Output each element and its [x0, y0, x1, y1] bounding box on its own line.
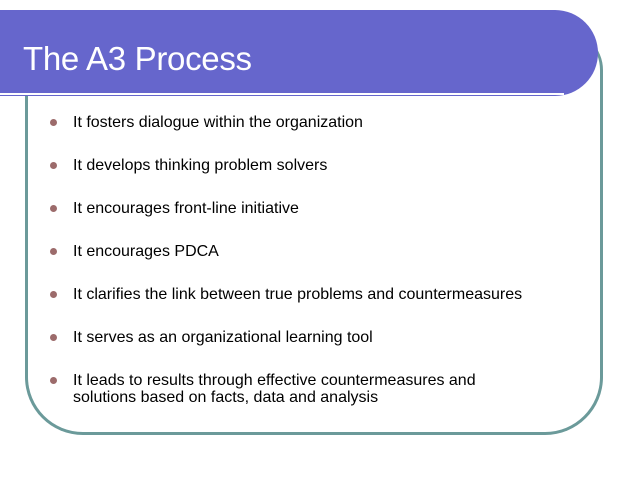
title-underline: [0, 93, 564, 95]
slide-title: The A3 Process: [23, 40, 252, 77]
bullet-text: It encourages front-line initiative: [73, 200, 299, 217]
bullet-icon: [50, 119, 57, 126]
bullet-icon: [50, 291, 57, 298]
bullet-icon: [50, 334, 57, 341]
bullet-icon: [50, 205, 57, 212]
bullet-icon: [50, 248, 57, 255]
title-bar: The A3 Process: [0, 10, 598, 96]
bullet-icon: [50, 162, 57, 169]
bullet-text: It develops thinking problem solvers: [73, 157, 328, 174]
content-frame: [25, 30, 603, 435]
bullet-icon: [50, 377, 57, 384]
bullet-text: It encourages PDCA: [73, 243, 219, 260]
bullet-text: It leads to results through effective co…: [73, 372, 476, 406]
bullet-text: It clarifies the link between true probl…: [73, 286, 523, 303]
bullet-text: It serves as an organizational learning …: [73, 329, 373, 346]
bullet-text: It fosters dialogue within the organizat…: [73, 114, 363, 131]
